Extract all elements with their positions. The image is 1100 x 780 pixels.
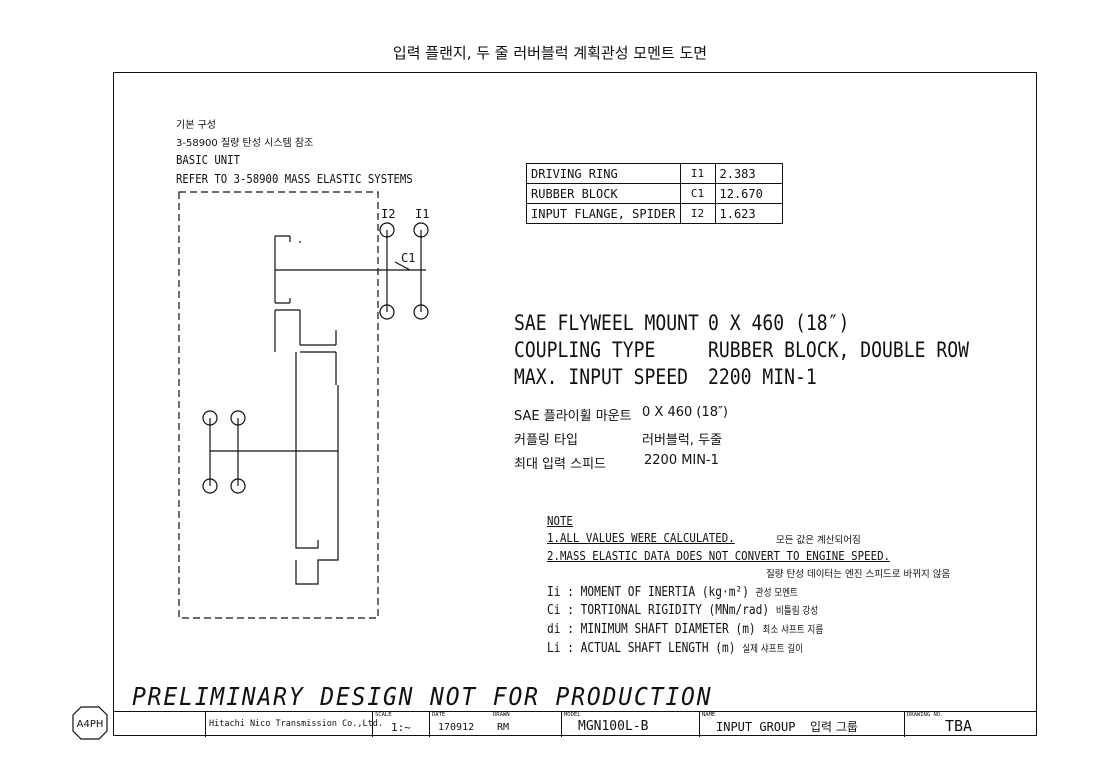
basic-unit-heading: BASIC UNIT <box>176 152 240 167</box>
spec-label: COUPLING TYPE <box>514 338 656 362</box>
spec-row: SAE FLYWEEL MOUNT <box>514 311 699 335</box>
spec-kr-value: 러버블럭, 두줄 <box>642 433 723 448</box>
label-i2: I2 <box>381 207 395 221</box>
company-cell: Hitachi Nico Transmission Co.,Ltd. <box>205 712 383 737</box>
legend-kr: 관성 모멘트 <box>755 588 798 599</box>
spec-kr-label: SAE 플라이휠 마운트 <box>514 409 632 424</box>
drawing-no-cell: DRAWING NO. TBA <box>904 712 1037 737</box>
date-cell: DATE 170912 <box>429 712 489 737</box>
flange-shape-middle <box>274 309 337 388</box>
legend-text: : TORTIONAL RIGIDITY (MNm/rad) <box>567 603 770 618</box>
table-cell-symbol: I1 <box>679 163 716 184</box>
table-row: INPUT FLANGE, SPIDER I2 1.623 <box>526 203 783 224</box>
scale-cell: SCALE 1:~ <box>372 712 429 737</box>
table-row: RUBBER BLOCK C1 12.670 <box>526 183 783 204</box>
drawing-no-label: DRAWING NO. <box>907 712 944 718</box>
mass-circle <box>230 478 246 494</box>
table-row: DRIVING RING I1 2.383 <box>526 163 783 184</box>
date-value: 170912 <box>438 722 475 733</box>
spec-value: 0 X 460 (18″) <box>708 311 850 335</box>
table-cell-symbol: I2 <box>679 203 716 224</box>
table-cell-name: RUBBER BLOCK <box>526 183 681 204</box>
table-cell-value: 1.623 <box>714 203 783 224</box>
scale-label: SCALE <box>375 712 392 718</box>
legend-symbol: Li <box>547 641 561 656</box>
spec-kr-label: 커플링 타입 <box>514 433 578 448</box>
basic-unit-boundary <box>178 191 379 619</box>
c1-leader <box>394 261 411 271</box>
reference-heading: REFER TO 3-58900 MASS ELASTIC SYSTEMS <box>176 171 413 186</box>
legend-symbol: Ii <box>547 585 561 600</box>
mass-circle-i2 <box>379 304 395 320</box>
table-cell-name: INPUT FLANGE, SPIDER <box>526 203 681 224</box>
spec-kr-label: 최대 입력 스피드 <box>514 457 606 472</box>
name-value: INPUT GROUP <box>716 720 796 734</box>
legend-symbol: di <box>547 622 561 637</box>
page-title: 입력 플랜지, 두 줄 러버블럭 계획관성 모멘트 도면 <box>392 44 708 62</box>
name-cell: NAME INPUT GROUP 입력 그룹 <box>699 712 904 737</box>
scale-value: 1:~ <box>391 721 411 734</box>
mass-circle <box>230 410 246 426</box>
legend-symbol: Ci <box>547 603 561 618</box>
drawn-label: DRAWN <box>493 712 510 718</box>
drawn-cell: DRAWN RM <box>489 712 561 737</box>
spec-kr-value: 2200 MIN-1 <box>644 453 719 468</box>
label-i1: I1 <box>415 207 429 221</box>
preliminary-banner: PRELIMINARY DESIGN NOT FOR PRODUCTION <box>132 682 713 711</box>
legend-item: Li : ACTUAL SHAFT LENGTH (m) 실제 샤프트 길이 <box>547 640 803 656</box>
note-line-1: 1.ALL VALUES WERE CALCULATED. <box>547 530 735 545</box>
sheet-size-badge: A4PH <box>72 706 108 740</box>
spec-value: RUBBER BLOCK, DOUBLE ROW <box>708 338 969 362</box>
title-block: Hitachi Nico Transmission Co.,Ltd. SCALE… <box>113 711 1037 737</box>
reference-kr: 3-58900 질량 탄성 시스템 참조 <box>176 138 314 149</box>
model-value: MGN100L-B <box>578 719 649 734</box>
mass-circle <box>202 410 218 426</box>
drawing-frame <box>113 72 1037 736</box>
model-label: MODEL <box>564 712 581 718</box>
note-line-1-kr: 모든 값은 계산되어짐 <box>776 535 861 546</box>
legend-item: di : MINIMUM SHAFT DIAMETER (m) 최소 샤프트 지… <box>547 621 823 637</box>
name-label: NAME <box>702 712 716 718</box>
table-cell-value: 2.383 <box>714 163 783 184</box>
basic-unit-kr: 기본 구성 <box>176 120 216 131</box>
legend-text: : ACTUAL SHAFT LENGTH (m) <box>567 641 736 656</box>
mass-circle-i2 <box>379 222 395 238</box>
mass-circle-i1 <box>413 304 429 320</box>
note-line-2: 2.MASS ELASTIC DATA DOES NOT CONVERT TO … <box>547 548 891 563</box>
name-kr-value: 입력 그룹 <box>810 720 858 734</box>
legend-kr: 비틀림 강성 <box>775 606 819 617</box>
legend-item: Ii : MOMENT OF INERTIA (kg·m²) 관성 모멘트 <box>547 584 798 600</box>
legend-text: : MINIMUM SHAFT DIAMETER (m) <box>567 622 756 637</box>
label-c1: C1 <box>401 251 415 265</box>
legend-kr: 최소 샤프트 지름 <box>762 625 824 636</box>
table-cell-value: 12.670 <box>714 183 783 204</box>
note-heading: NOTE <box>547 513 573 528</box>
spec-label: MAX. INPUT SPEED <box>514 365 688 389</box>
legend-text: : MOMENT OF INERTIA (kg·m²) <box>567 585 749 600</box>
sheet-size-text: A4PH <box>77 719 104 730</box>
mass-circle-i1 <box>413 222 429 238</box>
legend-kr: 실제 샤프트 길이 <box>742 644 804 655</box>
spec-label: SAE FLYWEEL MOUNT <box>514 311 699 335</box>
legend-item: Ci : TORTIONAL RIGIDITY (MNm/rad) 비틀림 강성 <box>547 602 818 618</box>
spec-kr-value: 0 X 460 (18″) <box>642 405 728 420</box>
drawing-no-value: TBA <box>945 717 973 735</box>
inertia-table: DRIVING RING I1 2.383 RUBBER BLOCK C1 12… <box>526 163 783 224</box>
note-line-2-kr: 질량 탄성 데이터는 엔진 스피드로 바뀌지 않음 <box>766 569 951 580</box>
table-cell-symbol: C1 <box>679 183 716 204</box>
table-cell-name: DRIVING RING <box>526 163 681 184</box>
mass-circle <box>202 478 218 494</box>
spec-value: 2200 MIN-1 <box>708 365 817 389</box>
drawn-value: RM <box>497 722 510 733</box>
flange-shape-lower <box>295 385 339 585</box>
company-name: Hitachi Nico Transmission Co.,Ltd. <box>209 719 383 729</box>
model-cell: MODEL MGN100L-B <box>561 712 699 737</box>
date-label: DATE <box>432 712 446 718</box>
